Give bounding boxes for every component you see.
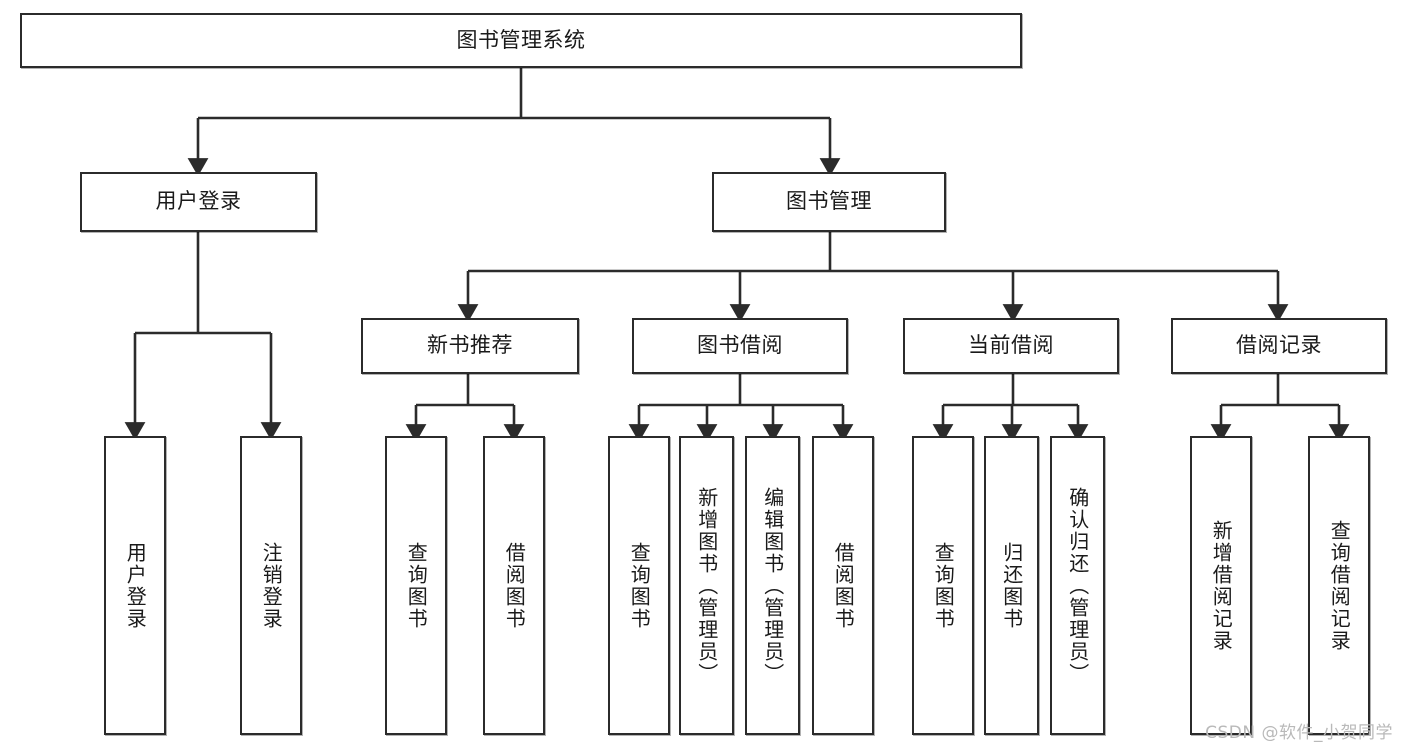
leaf-label: 确认归还（管理员） [1065,486,1090,685]
leaf-label: 查询图书 [627,541,652,630]
leaf-user-login-logout[interactable]: 注销登录 [240,436,302,735]
node-new-book-recommend[interactable]: 新书推荐 [361,318,579,374]
node-book-borrow[interactable]: 图书借阅 [632,318,848,374]
node-user-login[interactable]: 用户登录 [80,172,317,232]
leaf-current-borrow-confirm-return[interactable]: 确认归还（管理员） [1050,436,1105,735]
node-user-login-label: 用户登录 [155,189,242,214]
node-current-borrow-label: 当前借阅 [968,333,1054,358]
leaf-records-query[interactable]: 查询借阅记录 [1308,436,1370,735]
leaf-label: 用户登录 [123,541,148,630]
leaf-label: 借阅图书 [831,541,856,630]
leaf-new-book-borrow[interactable]: 借阅图书 [483,436,545,735]
leaf-label: 新增借阅记录 [1209,519,1234,652]
node-current-borrow[interactable]: 当前借阅 [903,318,1119,374]
leaf-user-login-login[interactable]: 用户登录 [104,436,166,735]
leaf-label: 注销登录 [259,541,284,630]
node-book-management-label: 图书管理 [786,189,872,214]
leaf-label: 借阅图书 [502,541,527,630]
leaf-new-book-query[interactable]: 查询图书 [385,436,447,735]
node-borrow-records[interactable]: 借阅记录 [1171,318,1387,374]
node-borrow-records-label: 借阅记录 [1236,333,1322,358]
leaf-records-add[interactable]: 新增借阅记录 [1190,436,1252,735]
node-root[interactable]: 图书管理系统 [20,13,1022,68]
leaf-current-borrow-return[interactable]: 归还图书 [984,436,1039,735]
leaf-label: 归还图书 [999,541,1024,630]
leaf-label: 查询图书 [931,541,956,630]
leaf-book-borrow-edit[interactable]: 编辑图书（管理员） [745,436,800,735]
node-book-management[interactable]: 图书管理 [712,172,946,232]
leaf-label: 查询图书 [404,541,429,630]
leaf-label: 编辑图书（管理员） [760,486,785,685]
node-new-book-recommend-label: 新书推荐 [427,333,513,358]
leaf-current-borrow-query[interactable]: 查询图书 [912,436,974,735]
leaf-book-borrow-borrow[interactable]: 借阅图书 [812,436,874,735]
leaf-label: 查询借阅记录 [1327,519,1352,652]
leaf-label: 新增图书（管理员） [694,486,719,685]
node-book-borrow-label: 图书借阅 [697,333,783,358]
node-root-label: 图书管理系统 [456,27,586,52]
leaf-book-borrow-add[interactable]: 新增图书（管理员） [679,436,734,735]
leaf-book-borrow-query[interactable]: 查询图书 [608,436,670,735]
